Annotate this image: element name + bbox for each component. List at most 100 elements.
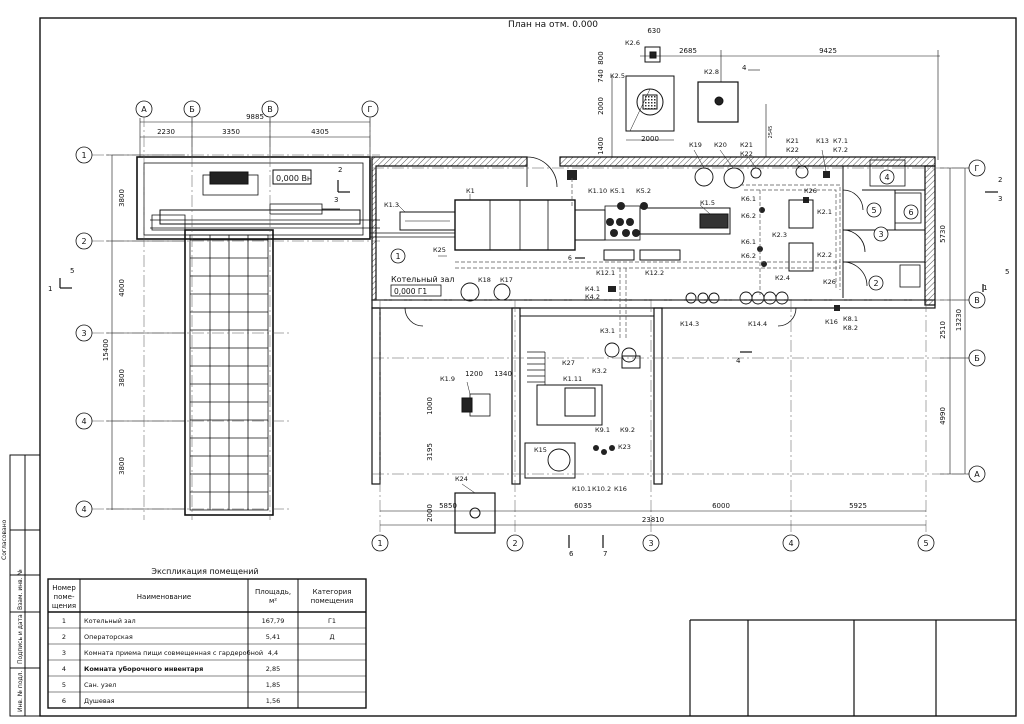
top-dim-lines xyxy=(611,50,940,160)
pit-dim-2000: 2000 xyxy=(426,504,434,522)
explication-cell-name: Комната приема пищи совмещенная с гардер… xyxy=(84,649,263,657)
label-k72: К7.2 xyxy=(833,146,848,154)
explication-cell-num: 4 xyxy=(62,665,66,673)
header-cat-1: Категория xyxy=(313,588,352,596)
section-1-left: 1 xyxy=(48,285,52,293)
axis-a-main: А xyxy=(974,470,980,479)
side-stamp-inv-orig: Инв. № подл. xyxy=(17,671,24,712)
label-k_19: К19 xyxy=(689,141,702,149)
label-k61b: К6.1 xyxy=(741,238,756,246)
left-dim-2: 3350 xyxy=(222,128,240,136)
room-circles xyxy=(390,169,919,291)
label-k91: К9.1 xyxy=(595,426,610,434)
label-k61a: К6.1 xyxy=(741,195,756,203)
label-k25: К2.5 xyxy=(610,72,625,80)
pit-dim-1000: 1000 xyxy=(426,397,434,415)
label-k51: К5.1 xyxy=(610,187,625,195)
label-k21: К2.1 xyxy=(817,208,832,216)
label-k24: К2.4 xyxy=(775,274,790,282)
section-5-left: 5 xyxy=(70,267,74,275)
explication-cell-num: 3 xyxy=(62,649,66,657)
level-mark-boiler-box xyxy=(390,284,442,297)
axis-b-left: Б xyxy=(189,105,195,114)
header-name: Наименование xyxy=(137,593,191,601)
stairs xyxy=(527,351,546,385)
boiler-unit xyxy=(399,199,731,251)
axis-b-main: Б xyxy=(974,354,980,363)
dim-2545: 2545 xyxy=(768,126,774,139)
section-marks-left xyxy=(59,180,350,289)
label-k110: К1.10 xyxy=(588,187,607,195)
conveyor-slats xyxy=(190,239,268,493)
label-k_22b: К22 xyxy=(786,146,799,154)
side-stamp-agreed: Согласовано xyxy=(1,519,8,560)
section-3-right: 3 xyxy=(998,195,1002,203)
label-k31: К3.1 xyxy=(600,327,615,335)
k26-dim-2000v: 2000 xyxy=(597,97,605,115)
label-k52: К5.2 xyxy=(636,187,651,195)
section-7-bottom: 7 xyxy=(603,550,607,558)
room-1-number: 1 xyxy=(395,252,400,261)
label-k_17: К17 xyxy=(500,276,513,284)
section-marks-main xyxy=(568,191,998,548)
explication-cell-area: 4,4 xyxy=(268,649,278,657)
label-k62b: К6.2 xyxy=(741,252,756,260)
level-mark-top: 0,000 Вн xyxy=(276,174,312,183)
left-side-3: 3800 xyxy=(118,369,126,387)
label-k13: К1.3 xyxy=(384,201,399,209)
explication-title: Экспликация помещений xyxy=(151,567,258,576)
label-k15: К1.5 xyxy=(700,199,715,207)
axis-4b-left: 4 xyxy=(81,505,86,514)
explication-cell-name: Котельный зал xyxy=(84,617,136,625)
left-dim-1: 2230 xyxy=(157,128,175,136)
axis-bubbles-main xyxy=(371,159,986,552)
label-k_21a: К21 xyxy=(740,141,753,149)
right-dim-2510: 2510 xyxy=(939,321,947,339)
label-k19: К1.9 xyxy=(440,375,455,383)
label-k41: К4.1 xyxy=(585,285,600,293)
k26-dim-740: 740 xyxy=(597,69,605,82)
explication-cell-name: Душевая xyxy=(84,697,115,705)
explication-cell-area: 167,79 xyxy=(262,617,285,625)
explication-cell-area: 2,85 xyxy=(266,665,280,673)
label-k_20: К20 xyxy=(714,141,727,149)
explication-cell-cat: Г1 xyxy=(328,617,336,625)
label-k_24: К24 xyxy=(455,475,468,483)
axis-2-main: 2 xyxy=(512,539,517,548)
boiler-room-label: Котельный зал xyxy=(391,275,455,284)
label-k62a: К6.2 xyxy=(741,212,756,220)
side-stamp xyxy=(9,454,41,717)
sheet-frame xyxy=(39,17,1017,717)
label-k82: К8.2 xyxy=(843,324,858,332)
title-block xyxy=(689,619,1016,716)
axis-g-left: Г xyxy=(368,105,373,114)
piping-dashed xyxy=(455,178,841,340)
label-k101: К10.1 xyxy=(572,485,591,493)
label-k92: К9.2 xyxy=(620,426,635,434)
section-2-right: 2 xyxy=(998,176,1002,184)
label-k122: К12.2 xyxy=(645,269,664,277)
label-k_13: К13 xyxy=(816,137,829,145)
explication-cell-cat: Д xyxy=(329,633,334,641)
section-3-top: 3 xyxy=(334,196,338,204)
label-k_22a: К22 xyxy=(740,150,753,158)
label-k_16a: К16 xyxy=(825,318,838,326)
right-dim-5730: 5730 xyxy=(939,225,947,243)
explication-cell-num: 5 xyxy=(62,681,66,689)
top-dim-9425: 9425 xyxy=(819,47,837,55)
label-k23: К2.3 xyxy=(772,231,787,239)
label-k_26b: К26 xyxy=(823,278,836,286)
external-foundations xyxy=(454,46,739,534)
explication-cell-num: 6 xyxy=(62,697,66,705)
explication-cell-area: 5,41 xyxy=(266,633,280,641)
bottom-dim-23810: 23810 xyxy=(642,516,664,524)
header-num-1: Номер xyxy=(52,584,76,592)
equipment-labels: К1 К1.3 К1.10 К5.1 К5.2 К1.5 К19 К20 К21… xyxy=(384,39,858,493)
label-k_23: К23 xyxy=(618,443,631,451)
plan-title: План на отм. 0.000 xyxy=(508,20,598,30)
main-axis-lines xyxy=(372,167,975,535)
label-k_16b: К16 xyxy=(614,485,627,493)
label-k144: К14.4 xyxy=(748,320,767,328)
axis-2-left: 2 xyxy=(81,237,86,246)
label-k111: К1.11 xyxy=(563,375,582,383)
